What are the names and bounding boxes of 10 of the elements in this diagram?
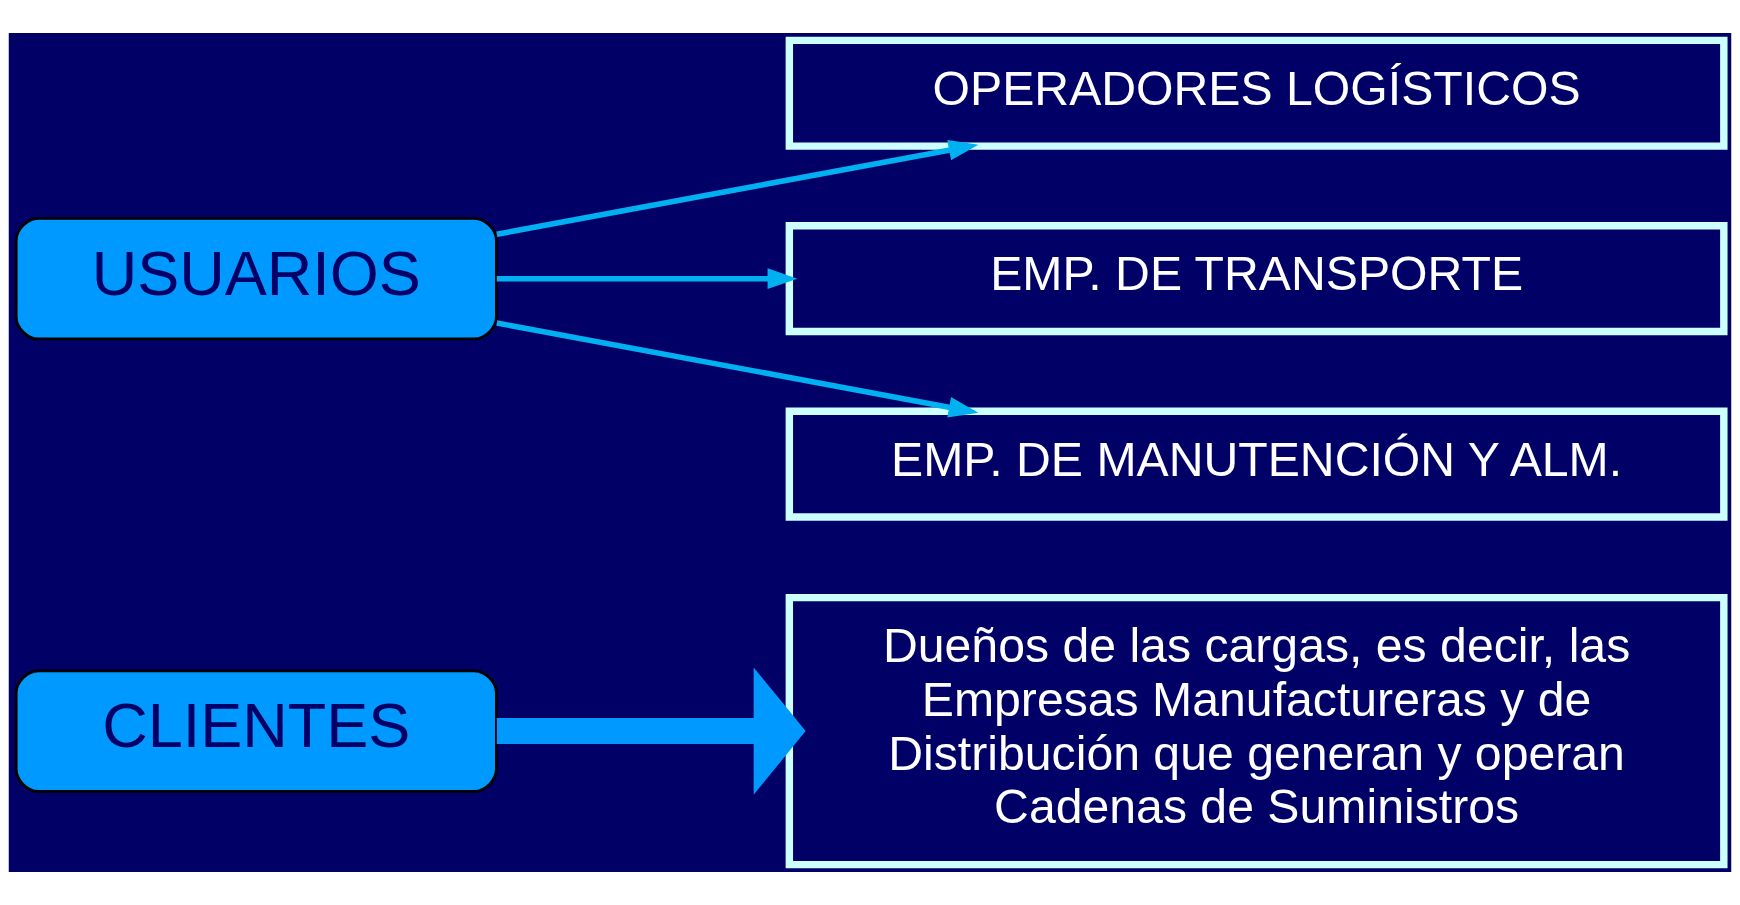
- arrow: [496, 667, 806, 795]
- arrow: [496, 320, 979, 418]
- node-box: USUARIOS: [14, 217, 498, 341]
- node-box: EMP. DE MANUTENCIÓN Y ALM.: [785, 407, 1728, 521]
- arrow: [496, 139, 979, 237]
- node-box: CLIENTES: [14, 669, 498, 793]
- node-box: Dueños de las cargas, es decir, las Empresas Manufactureras y de Distribución que generan y operan Cadenas de Suministros: [785, 593, 1728, 869]
- node-box: OPERADORES LOGÍSTICOS: [785, 36, 1728, 150]
- node-box: EMP. DE TRANSPORTE: [785, 222, 1728, 336]
- arrow: [496, 268, 798, 290]
